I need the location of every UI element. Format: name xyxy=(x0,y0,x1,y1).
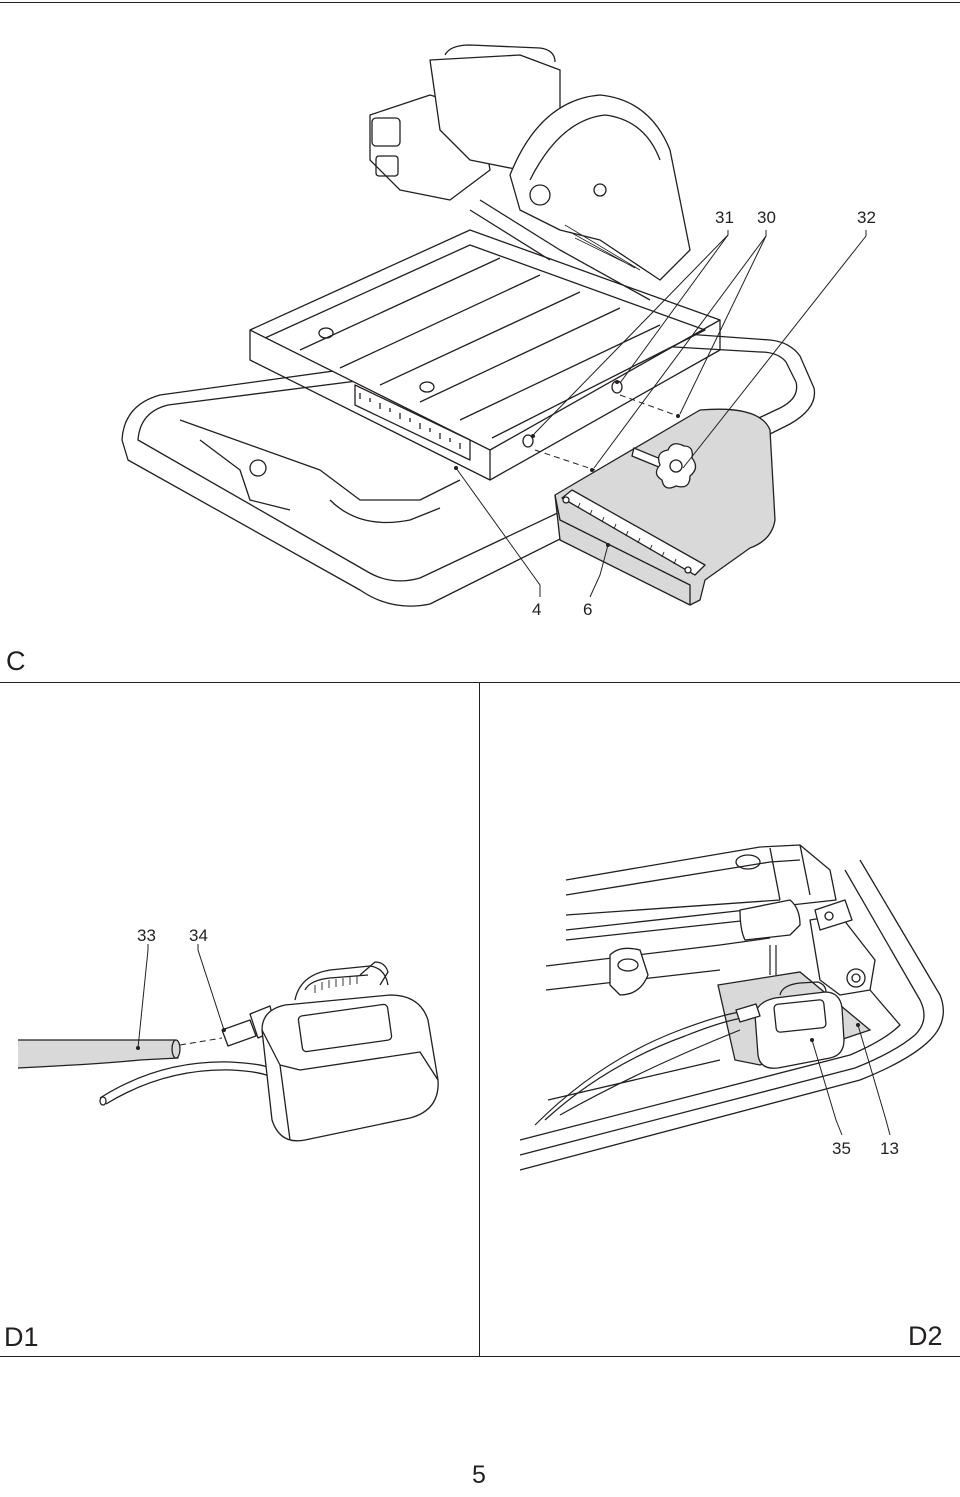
figure-label-c: C xyxy=(6,646,26,676)
leader-33 xyxy=(137,944,149,1049)
power-cord xyxy=(99,1061,269,1099)
leader-34 xyxy=(197,944,225,1031)
page-number: 5 xyxy=(472,1461,486,1489)
figure-label-d1: D1 xyxy=(4,1322,39,1352)
callout-34: 34 xyxy=(189,926,208,945)
callout-6: 6 xyxy=(583,600,593,619)
leader-31b xyxy=(619,234,729,384)
callout-13: 13 xyxy=(880,1139,899,1158)
figure-c-illustration xyxy=(121,44,867,607)
leader-30b xyxy=(679,235,767,415)
figure-c-bottom-rule xyxy=(0,682,960,683)
leader-13 xyxy=(857,1024,891,1136)
leader-6 xyxy=(589,544,609,598)
callout-30: 30 xyxy=(757,208,776,227)
locking-knob xyxy=(631,443,697,489)
figure-d1-illustration xyxy=(17,944,439,1142)
rip-guide xyxy=(554,408,776,606)
tray-outer xyxy=(519,859,944,1171)
callout-4: 4 xyxy=(532,600,542,619)
callout-33: 33 xyxy=(137,926,156,945)
blade-guard xyxy=(509,94,691,281)
leader-32 xyxy=(682,230,867,469)
figure-d2-illustration xyxy=(519,844,944,1171)
panel-bottom-rule xyxy=(0,1356,960,1357)
water-hose xyxy=(17,1039,179,1069)
panel-divider xyxy=(479,682,480,1357)
callout-35: 35 xyxy=(832,1139,851,1158)
callout-31: 31 xyxy=(715,208,734,227)
leader-35 xyxy=(811,1039,843,1136)
pump-body xyxy=(261,994,439,1142)
top-rule xyxy=(0,2,960,3)
pump-nozzle xyxy=(221,1019,257,1047)
base-tray-outer xyxy=(121,329,816,607)
figure-label-d2: D2 xyxy=(908,1321,943,1351)
callout-32: 32 xyxy=(857,208,876,227)
leader-4 xyxy=(455,467,541,597)
base-tray-inner xyxy=(137,344,798,582)
